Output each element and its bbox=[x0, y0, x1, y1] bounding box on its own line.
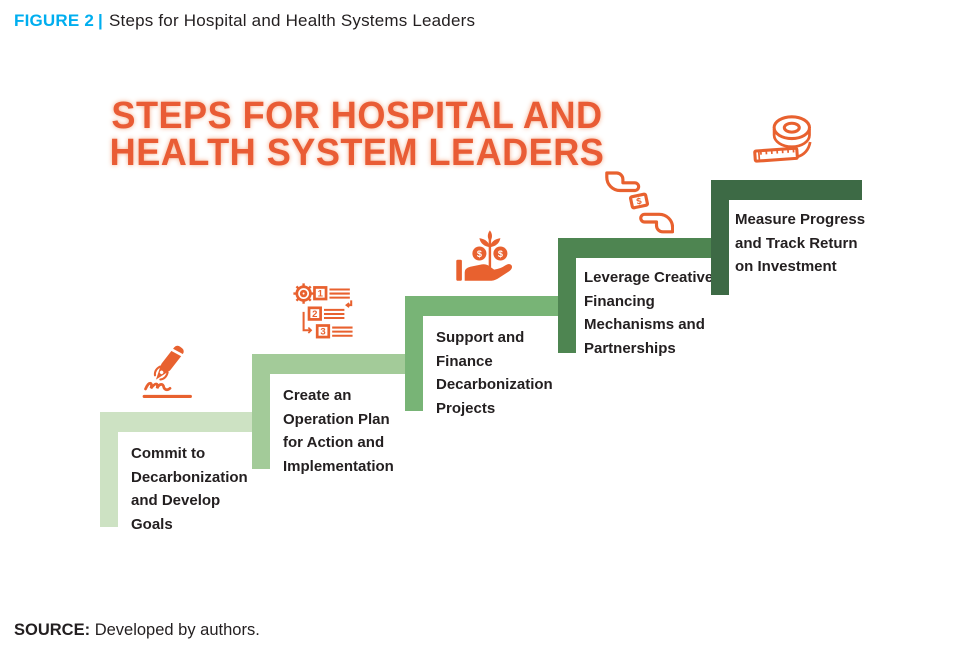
figure-header-divider: | bbox=[98, 11, 103, 30]
figure-header-title: Steps for Hospital and Health Systems Le… bbox=[108, 11, 476, 30]
plan-step-number-3: 3 bbox=[320, 327, 325, 338]
pen-signature-icon bbox=[132, 340, 208, 408]
plan-step-number-2: 2 bbox=[312, 309, 317, 320]
coin-dollar-symbol: $ bbox=[498, 249, 503, 259]
step-2-leg bbox=[252, 354, 270, 469]
step-1-label: Commit to Decarbonization and Develop Go… bbox=[131, 445, 248, 533]
step-2-label: Create an Operation Plan for Action and … bbox=[283, 387, 394, 475]
step-1-leg bbox=[100, 412, 118, 527]
figure-header: FIGURE 2| Steps for Hospital and Health S… bbox=[14, 11, 475, 31]
step-4-leg bbox=[558, 238, 576, 353]
bill-dollar-symbol: $ bbox=[636, 196, 643, 207]
source-text: Developed by authors. bbox=[94, 621, 260, 639]
source-line: SOURCE: Developed by authors. bbox=[14, 621, 260, 640]
step-1-bar bbox=[100, 412, 253, 432]
diagram-title-line1: STEPS FOR HOSPITAL AND bbox=[111, 95, 603, 137]
step-3-label: Support and Finance Decarbonization Proj… bbox=[436, 329, 553, 417]
cash-exchange-hands-icon: $ bbox=[604, 166, 674, 236]
step-5-label: Measure Progress and Track Return on Inv… bbox=[735, 211, 866, 275]
step-3-bar bbox=[405, 296, 558, 316]
measuring-tape-icon bbox=[748, 110, 822, 178]
step-2-bar bbox=[252, 354, 406, 374]
step-3-leg bbox=[405, 296, 423, 411]
step-4-bar bbox=[558, 238, 711, 258]
figure-number-label: FIGURE 2 bbox=[14, 11, 95, 30]
step-5-bar bbox=[711, 180, 862, 200]
source-label: SOURCE: bbox=[14, 621, 91, 639]
coin-dollar-symbol: $ bbox=[477, 249, 482, 259]
diagram-title: STEPS FOR HOSPITAL AND HEALTH SYSTEM LEA… bbox=[105, 95, 609, 174]
hand-plant-coins-icon: $ $ bbox=[449, 222, 521, 292]
step-4-label: Leverage Creative Financing Mechanisms a… bbox=[584, 269, 714, 357]
plan-step-number-1: 1 bbox=[318, 289, 324, 300]
diagram-title-line2: HEALTH SYSTEM LEADERS bbox=[109, 132, 605, 174]
numbered-action-plan-icon: 1 2 3 bbox=[288, 282, 360, 350]
step-5-leg bbox=[711, 180, 729, 295]
